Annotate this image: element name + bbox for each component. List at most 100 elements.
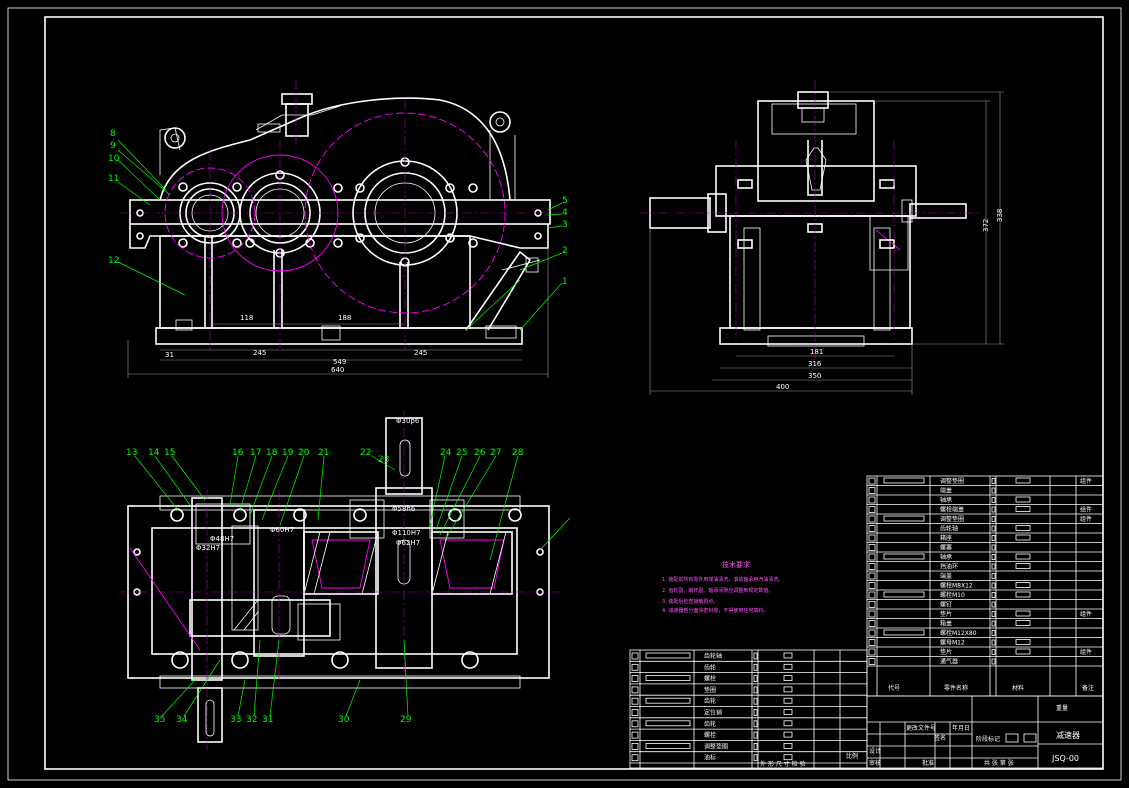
- part-note: 组件: [1080, 515, 1092, 523]
- part-name: 通气器: [940, 658, 958, 666]
- part-name: 齿轮轴: [704, 652, 722, 660]
- row-box: [868, 487, 876, 494]
- part-number: 30: [338, 715, 350, 725]
- row-box: [631, 709, 639, 716]
- part-number: 35: [154, 715, 165, 725]
- part-name: 齿轮: [704, 663, 716, 671]
- row-box: [868, 601, 876, 608]
- part-name: 调整垫圈: [940, 515, 964, 523]
- row-box: [868, 563, 876, 570]
- part-name: 油标: [704, 754, 716, 762]
- row-box: [883, 591, 925, 598]
- design-label: 设计: [869, 747, 881, 755]
- part-number: 25: [456, 448, 467, 458]
- row-box: [753, 663, 758, 671]
- row-box: [868, 639, 876, 646]
- part-number: 26: [474, 448, 486, 458]
- part-name: 垫圈: [704, 686, 716, 694]
- dimension-text: 181: [810, 348, 823, 356]
- part-number: 16: [232, 448, 244, 458]
- row-box: [883, 629, 925, 636]
- dimension-text: 350: [808, 372, 821, 380]
- change-label: 更改文件号: [906, 724, 936, 732]
- row-box: [991, 544, 996, 551]
- part-name: 螺塞: [940, 544, 952, 552]
- dimension-text: 31: [165, 351, 174, 359]
- part-name: 挡油环: [940, 563, 958, 571]
- part-number: 5: [562, 196, 568, 206]
- part-number: 31: [262, 715, 273, 725]
- row-box: [645, 743, 691, 749]
- row-box: [645, 675, 691, 681]
- title-block: 减速器 JSQ-00 更改文件号 签名 年月日 阶段标记 设计 审核 批准 共 …: [846, 695, 1104, 769]
- row-box: [631, 686, 639, 694]
- dimension-text: 640: [331, 366, 344, 374]
- row-box: [631, 720, 639, 728]
- drawing-number: JSQ-00: [1051, 754, 1079, 763]
- dimension-text: 316: [808, 360, 822, 368]
- row-box: [868, 648, 876, 656]
- row-box: [753, 652, 758, 660]
- sign-label: 签名: [934, 734, 946, 742]
- dimension-text: 245: [253, 349, 266, 357]
- side-view: 372 338 181 316 350 400: [640, 80, 1004, 395]
- part-name: 轴承: [940, 496, 952, 504]
- row-box: [645, 652, 691, 659]
- sheet-label: 共 张 第 张: [984, 759, 1014, 767]
- row-box: [783, 709, 793, 715]
- part-name: 螺栓: [704, 731, 716, 739]
- weight-label: 重量: [1056, 704, 1068, 712]
- stage-label: 阶段标记: [976, 735, 1000, 743]
- row-box: [783, 731, 793, 738]
- row-box: [868, 544, 876, 551]
- part-number: 29: [400, 715, 412, 725]
- part-number: 15: [164, 448, 175, 458]
- part-number: 10: [108, 154, 120, 164]
- tech-notes: 技术要求 1. 装配前所有零件用煤油清洗，滚动轴承用汽油清洗。 2. 齿轮副、蜗…: [662, 560, 783, 614]
- header-name: 零件名称: [944, 684, 968, 692]
- row-box: [868, 496, 876, 504]
- row-box: [645, 697, 691, 704]
- part-name: 垫片: [940, 610, 952, 618]
- part-number: 19: [282, 448, 294, 458]
- row-box: [783, 697, 793, 704]
- dimension-text: 372: [982, 219, 990, 232]
- row-box: [753, 686, 758, 694]
- row-box: [991, 620, 996, 627]
- row-box: [883, 515, 925, 522]
- row-box: [868, 477, 876, 485]
- part-name: 齿轮: [704, 720, 716, 728]
- row-box: [991, 582, 996, 589]
- row-box: [991, 497, 996, 503]
- row-box: [868, 610, 876, 618]
- side-dimensions: 372 338 181 316 350 400: [776, 209, 1004, 391]
- part-number: 22: [360, 448, 371, 458]
- dimension-text: Φ30p6: [396, 417, 420, 425]
- row-box: [1015, 534, 1031, 541]
- part-number: 12: [108, 256, 119, 266]
- part-number: 9: [110, 141, 116, 151]
- dimension-text: 245: [414, 349, 427, 357]
- part-name: 垫片: [940, 648, 952, 656]
- row-box: [631, 675, 639, 682]
- part-number: 24: [440, 448, 452, 458]
- row-box: [783, 743, 793, 749]
- dimension-text: Φ58h6: [392, 505, 416, 513]
- row-box: [991, 506, 996, 513]
- dimension-text: Φ32H7: [196, 544, 220, 552]
- row-box: [753, 754, 758, 762]
- row-box: [783, 754, 793, 761]
- part-number: 33: [230, 715, 241, 725]
- row-box: [631, 731, 639, 739]
- row-box: [783, 720, 793, 727]
- row-box: [753, 720, 758, 728]
- row-box: [991, 563, 996, 570]
- row-box: [991, 478, 996, 484]
- part-note: 组件: [1080, 648, 1092, 656]
- row-box: [1015, 610, 1031, 617]
- row-box: [868, 658, 876, 665]
- part-number: 32: [246, 715, 257, 725]
- row-box: [783, 675, 793, 681]
- top-view: 13 14 15 16 17 18 19 20 21 22 23 24 25 2…: [120, 410, 571, 750]
